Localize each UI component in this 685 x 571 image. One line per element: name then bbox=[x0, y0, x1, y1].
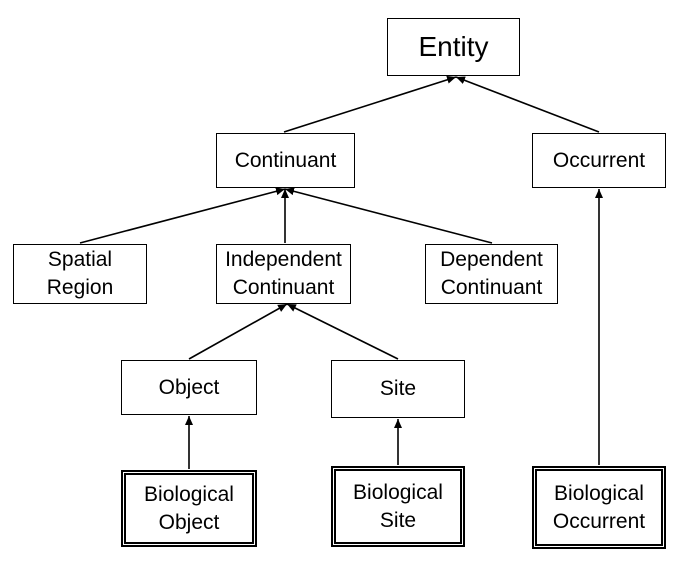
node-site-label: Site bbox=[379, 377, 417, 400]
node-independent-continuant-label: Independent Continuant bbox=[225, 248, 342, 299]
node-object: Object bbox=[121, 360, 257, 415]
edge-continuant-entity bbox=[283, 75, 457, 133]
node-entity-label: Entity bbox=[418, 31, 489, 62]
node-dependent-continuant-label: Dependent Continuant bbox=[440, 248, 543, 299]
node-continuant-label: Continuant bbox=[234, 148, 337, 172]
node-biological-object: Biological Object bbox=[121, 470, 257, 547]
edge-object-independent-continuant bbox=[188, 303, 288, 360]
node-entity: Entity bbox=[387, 18, 520, 76]
edge-spatial-region-continuant bbox=[79, 187, 286, 244]
node-site: Site bbox=[331, 360, 465, 418]
edge-dependent-continuant-continuant bbox=[284, 187, 493, 244]
node-occurrent: Occurrent bbox=[532, 133, 666, 188]
node-continuant: Continuant bbox=[216, 133, 355, 188]
node-biological-object-label: Biological Object bbox=[144, 482, 234, 534]
node-biological-occurrent-label: Biological Occurrent bbox=[552, 481, 646, 533]
node-dependent-continuant: Dependent Continuant bbox=[425, 244, 558, 304]
node-object-label: Object bbox=[158, 375, 220, 399]
node-spatial-region: Spatial Region bbox=[13, 244, 147, 304]
node-occurrent-label: Occurrent bbox=[552, 148, 646, 172]
edge-occurrent-entity bbox=[455, 76, 600, 133]
node-biological-occurrent: Biological Occurrent bbox=[532, 466, 666, 549]
node-biological-site-label: Biological Site bbox=[353, 480, 443, 532]
node-biological-site: Biological Site bbox=[331, 466, 465, 547]
node-spatial-region-label: Spatial Region bbox=[46, 248, 114, 299]
edge-site-independent-continuant bbox=[286, 303, 399, 360]
node-independent-continuant: Independent Continuant bbox=[216, 244, 351, 304]
